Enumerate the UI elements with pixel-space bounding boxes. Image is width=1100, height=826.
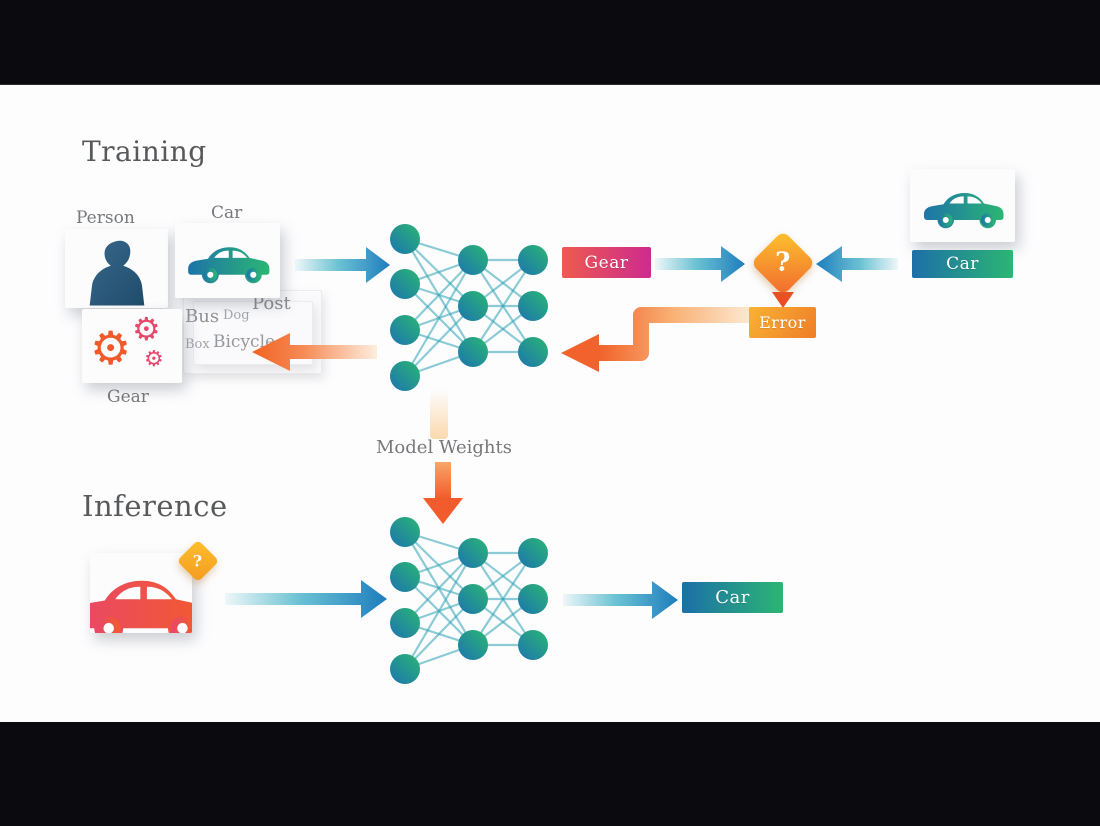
- person-icon: [89, 240, 145, 306]
- error-chip-label: Error: [759, 313, 806, 332]
- prediction-chip: Gear: [562, 247, 651, 278]
- car-icon: [90, 580, 192, 633]
- training-neural-network: [385, 218, 555, 394]
- gear-icon: ⚙: [90, 321, 132, 375]
- car-image-card: [175, 223, 280, 298]
- word-cloud-post: Post: [252, 293, 291, 314]
- gear-icon: ⚙: [132, 310, 161, 348]
- inference-heading: Inference: [82, 489, 228, 523]
- gear-image-card: ⚙ ⚙ ⚙: [82, 309, 182, 383]
- ground-truth-image-card: [910, 169, 1015, 242]
- car-icon: [924, 193, 1004, 229]
- word-cloud-box: Box: [185, 337, 210, 352]
- word-cloud-bicycle: Bicycle: [213, 332, 276, 352]
- word-cloud-bus: Bus: [185, 306, 220, 327]
- training-heading: Training: [82, 135, 207, 168]
- gear-label: Gear: [107, 387, 149, 407]
- arrow-right-icon: [225, 580, 387, 618]
- inference-output-chip: Car: [682, 582, 783, 613]
- error-feedback-elbow-arrow-icon: [561, 307, 765, 372]
- inference-neural-network: [385, 511, 555, 687]
- backprop-arrow-left-icon: [252, 333, 377, 371]
- arrow-left-icon: [816, 246, 898, 282]
- word-cloud-dog: Dog: [223, 308, 250, 323]
- prediction-chip-label: Gear: [584, 252, 629, 273]
- letterbox-top: [0, 0, 1100, 84]
- gear-icon: ⚙: [144, 347, 164, 372]
- inference-output-chip-label: Car: [715, 587, 750, 608]
- arrow-right-icon: [295, 247, 390, 283]
- person-label: Person: [76, 208, 135, 228]
- compare-question-diamond-icon: ?: [750, 230, 816, 296]
- model-weights-arrow-down-icon: [423, 462, 463, 524]
- car-icon: [188, 247, 270, 284]
- car-label: Car: [211, 203, 243, 223]
- person-image-card: [65, 229, 168, 308]
- question-mark: ?: [193, 551, 203, 571]
- unknown-input-image-card: [90, 553, 192, 633]
- slide-canvas: Training Post Bus Dog Box Bicycle Person…: [0, 84, 1100, 722]
- letterbox-bottom: [0, 721, 1100, 826]
- model-weights-tail: [430, 389, 448, 439]
- ground-truth-chip-label: Car: [946, 254, 979, 274]
- ground-truth-chip: Car: [912, 250, 1013, 278]
- question-mark: ?: [775, 247, 791, 278]
- arrow-right-icon: [655, 246, 745, 282]
- arrow-right-icon: [563, 581, 678, 619]
- error-chip: Error: [749, 307, 816, 338]
- arrow-down-icon: [772, 292, 794, 308]
- model-weights-label: Model Weights: [376, 437, 512, 458]
